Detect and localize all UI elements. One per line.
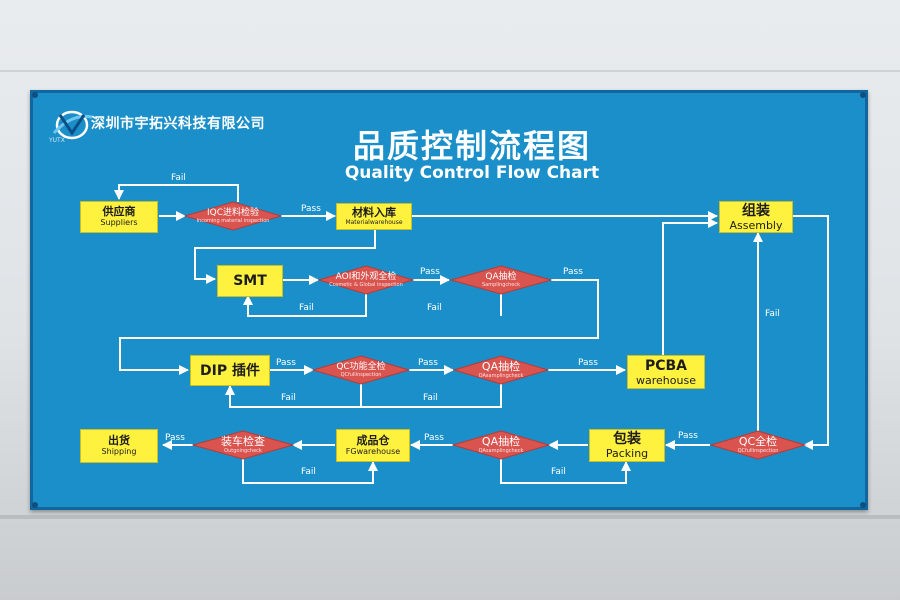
arrow-qa-dip-fail [361,384,502,408]
flow-connectors [114,184,829,484]
box-label-en: Assembly [729,218,783,232]
pass-label: Pass [301,204,321,214]
diamond-outgoing [191,430,295,460]
corner-pin [860,92,866,98]
corner-pin [32,502,38,508]
fail-label: Fail [551,467,566,477]
box-label-cn: 供应商 [102,205,136,218]
arrow-qa-smt-pass [119,279,599,375]
pass-label: Pass [578,358,598,368]
diamond-qa-final [451,430,551,460]
fail-label: Fail [765,309,780,319]
arrow-aoi-fail [243,294,367,317]
box-pcba-warehouse: PCBA warehouse [627,355,705,389]
box-smt: SMT [217,265,283,297]
box-assembly: 组装 Assembly [719,201,793,233]
diamond-aoi [317,265,415,295]
arrow-assembly-qc [793,215,829,450]
fail-label: Fail [427,303,442,313]
fail-label: Fail [171,173,186,183]
flow-chart-board: YUTX 深圳市宇拓兴科技有限公司 品质控制流程图 Quality Contro… [30,90,868,510]
box-label-en: Shipping [101,447,137,456]
fail-label: Fail [299,303,314,313]
pass-label: Pass [563,267,583,277]
pass-label: Pass [418,358,438,368]
box-dip: DIP 插件 [190,355,270,386]
box-label-cn: 材料入库 [352,206,396,219]
corner-pin [860,502,866,508]
arrow-outgoing-fail [242,459,378,484]
box-label-cn: PCBA [644,357,688,374]
pass-label: Pass [424,433,444,443]
fail-label: Fail [281,393,296,403]
company-logo [52,110,93,140]
arrow-qa-final-fail [500,459,631,484]
arrow-pcba-assembly [662,218,718,355]
diamond-qa-smt [449,265,553,295]
box-packing: 包装 Packing [589,429,665,462]
fail-label: Fail [301,467,316,477]
chart-title-en: Quality Control Flow Chart [344,163,600,183]
box-label-cn: 成品仓 [356,433,390,447]
chart-title-cn: 品质控制流程图 [352,127,591,165]
arrow-iqc-fail [114,184,239,202]
diamond-qc-func [311,355,411,385]
box-label-en: Suppliers [100,218,138,227]
box-label-en: Packing [605,447,649,460]
arrow-material-smt [194,230,376,284]
fail-label: Fail [423,393,438,403]
wall-shadow [0,515,900,519]
pass-label: Pass [276,358,296,368]
pass-label: Pass [420,267,440,277]
arrow-qc-fail [225,384,362,408]
box-label-cn: DIP 插件 [200,362,260,379]
diamond-iqc [183,201,283,231]
box-shipping: 出货 Shipping [80,429,158,463]
pass-label: Pass [678,431,698,441]
corner-pin [32,92,38,98]
company-name: 深圳市宇拓兴科技有限公司 [91,116,265,132]
box-label-cn: 出货 [108,434,130,447]
box-label-cn: 组装 [742,202,770,219]
box-suppliers: 供应商 Suppliers [80,201,158,233]
box-label-cn: SMT [233,273,267,289]
diamond-qc-full [709,430,807,460]
wall-line [0,70,900,72]
box-label-en: warehouse [636,373,696,387]
diamond-qa-dip [452,355,550,385]
box-fg-warehouse: 成品仓 FGwarehouse [336,429,410,462]
box-label-en: Materialwarehouse [345,219,403,226]
pass-label: Pass [165,433,185,443]
logo-text: YUTX [49,137,65,144]
box-label-cn: 包装 [613,431,641,447]
box-material-warehouse: 材料入库 Materialwarehouse [336,203,412,230]
box-label-en: FGwarehouse [345,446,401,456]
